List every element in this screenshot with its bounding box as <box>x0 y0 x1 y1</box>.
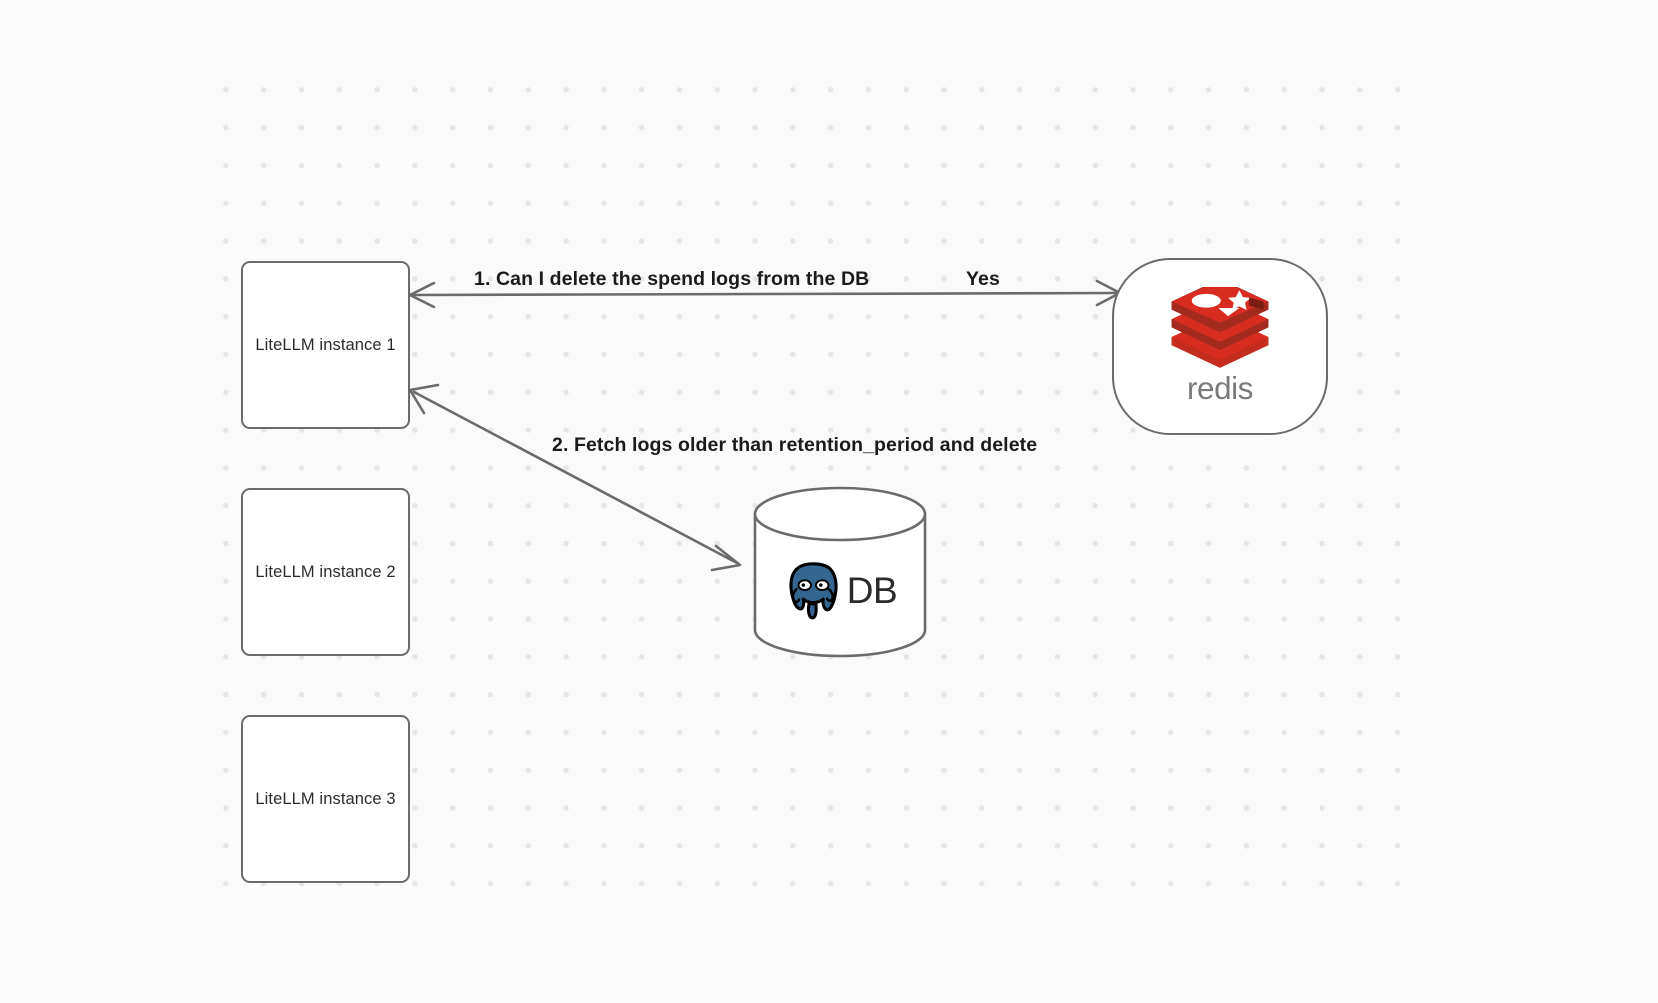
postgresql-elephant-icon <box>789 562 838 620</box>
node-litellm-instance-1[interactable]: LiteLLM instance 1 <box>241 261 410 429</box>
edge-2-arrow <box>408 383 742 572</box>
node-redis[interactable]: redis <box>1112 258 1328 435</box>
node-label: LiteLLM instance 1 <box>255 335 396 354</box>
node-litellm-instance-2[interactable]: LiteLLM instance 2 <box>241 488 410 656</box>
node-litellm-instance-3[interactable]: LiteLLM instance 3 <box>241 715 410 883</box>
db-label: DB <box>846 569 898 611</box>
edge-label-step-1: 1. Can I delete the spend logs from the … <box>474 268 870 290</box>
redis-logo-icon <box>1171 286 1269 368</box>
svg-text:redis: redis <box>1187 371 1253 406</box>
node-label: LiteLLM instance 3 <box>255 789 396 808</box>
node-database[interactable]: DB <box>752 486 928 658</box>
edge-label-yes: Yes <box>966 268 1000 290</box>
node-label: LiteLLM instance 2 <box>255 562 396 581</box>
edge-label-step-2: 2. Fetch logs older than retention_perio… <box>552 434 1038 456</box>
redis-wordmark: redis <box>1187 371 1253 406</box>
cylinder-shape <box>753 486 927 658</box>
db-content: DB <box>752 548 928 632</box>
